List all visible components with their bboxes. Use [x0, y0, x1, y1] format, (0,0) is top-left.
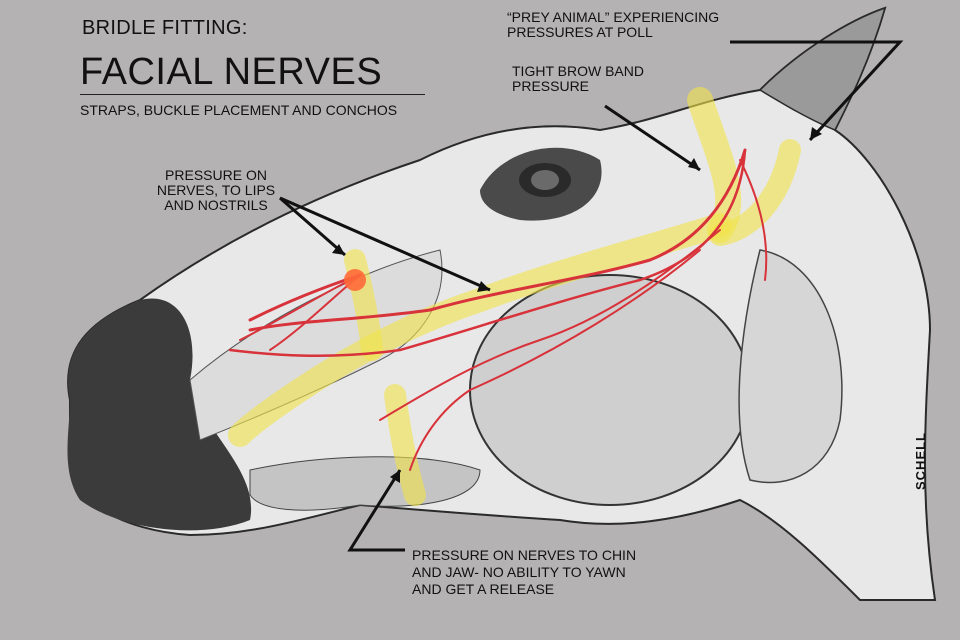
title-underline [80, 94, 425, 95]
label-chin-jaw: PRESSURE ON NERVES TO CHIN AND JAW- NO A… [412, 547, 637, 597]
cheek-muscle [469, 274, 751, 506]
label-lips-nostrils: PRESSURE ON NERVES, TO LIPS AND NOSTRILS [156, 167, 276, 214]
label-poll-pressure: “PREY ANIMAL” EXPERIENCING PRESSURES AT … [507, 9, 720, 41]
label-brow-band: TIGHT BROW BAND PRESSURE [512, 63, 644, 95]
eye-iris [531, 170, 559, 190]
arrowheads [332, 127, 822, 483]
parotid-gland [738, 249, 843, 484]
facial-nerves [228, 148, 768, 471]
diagram-caption: STRAPS, BUCKLE PLACEMENT AND CONCHOS [80, 102, 398, 118]
bridle-highlights [228, 87, 801, 506]
artist-signature: SCHELL [913, 432, 928, 490]
muzzle-shade [67, 298, 252, 531]
diagram-subtitle: BRIDLE FITTING: [82, 17, 248, 39]
nerve-hotspot [344, 269, 366, 291]
callout-lines [279, 40, 904, 552]
diagram-title: FACIAL NERVES [80, 51, 383, 93]
